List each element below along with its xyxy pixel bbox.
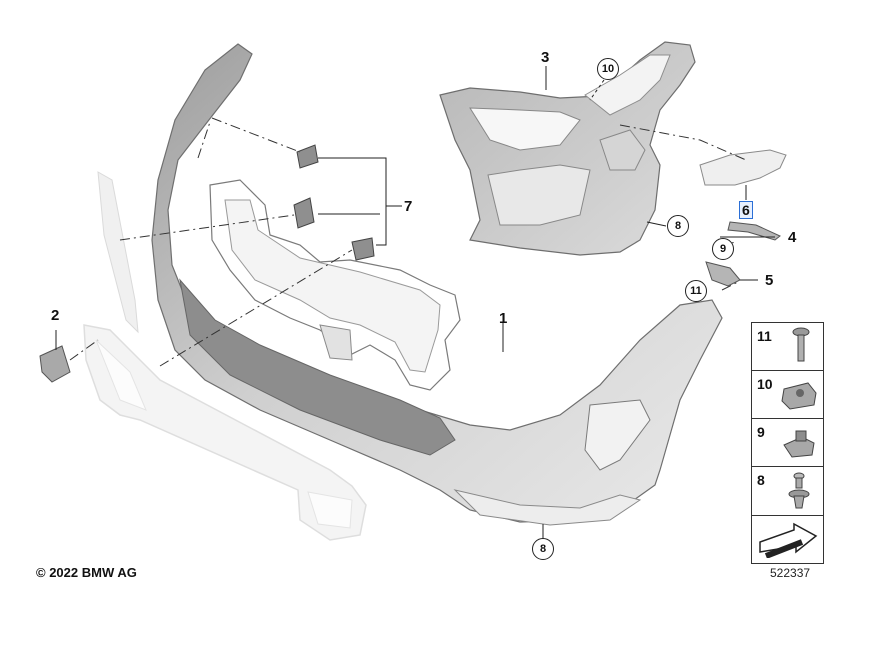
copyright-text: © 2022 BMW AG <box>36 565 137 580</box>
callout-6-highlighted[interactable]: 6 <box>739 201 753 219</box>
callout-9[interactable]: 9 <box>712 238 734 260</box>
bracket-parts <box>293 144 375 261</box>
spring-nut-icon <box>783 430 815 458</box>
bumper-carrier-part <box>439 41 696 256</box>
callout-11[interactable]: 11 <box>685 280 707 302</box>
expanding-rivet-icon <box>788 472 810 509</box>
alignment-lines <box>69 117 747 367</box>
ghost-side-trim <box>97 171 139 334</box>
arrow-indicator-icon <box>759 522 818 558</box>
callout-3[interactable]: 3 <box>541 49 550 66</box>
leader-lines <box>55 66 775 540</box>
legend-cell-11[interactable]: 11 <box>752 323 823 370</box>
bolt-icon <box>792 327 810 362</box>
callout-1[interactable]: 1 <box>499 310 508 327</box>
small-cover-part <box>39 345 71 383</box>
trim-piece-part <box>699 149 787 186</box>
front-bumper-part <box>151 43 723 526</box>
legend-number-9: 9 <box>757 424 765 440</box>
callout-2[interactable]: 2 <box>51 307 60 324</box>
callout-8-bumper[interactable]: 8 <box>532 538 554 560</box>
callout-10[interactable]: 10 <box>597 58 619 80</box>
callout-4[interactable]: 4 <box>788 229 797 246</box>
legend-cell-8[interactable]: 8 <box>752 466 823 516</box>
callout-7[interactable]: 7 <box>404 198 413 215</box>
callout-5[interactable]: 5 <box>765 272 774 289</box>
legend-number-11: 11 <box>757 328 772 344</box>
diagram-id-number: 522337 <box>770 566 811 580</box>
legend-cell-9[interactable]: 9 <box>752 418 823 467</box>
bracket-4-part <box>727 221 781 241</box>
legend-cell-10[interactable]: 10 <box>752 370 823 419</box>
fastener-legend: 11 10 9 8 <box>751 322 824 564</box>
ghost-lower-grille <box>83 324 367 541</box>
legend-number-8: 8 <box>757 472 765 488</box>
clip-nut-icon <box>781 382 817 410</box>
callout-8-carrier[interactable]: 8 <box>667 215 689 237</box>
legend-cell-arrow[interactable] <box>752 515 823 563</box>
legend-number-10: 10 <box>757 376 773 392</box>
bracket-5-part <box>705 261 741 287</box>
